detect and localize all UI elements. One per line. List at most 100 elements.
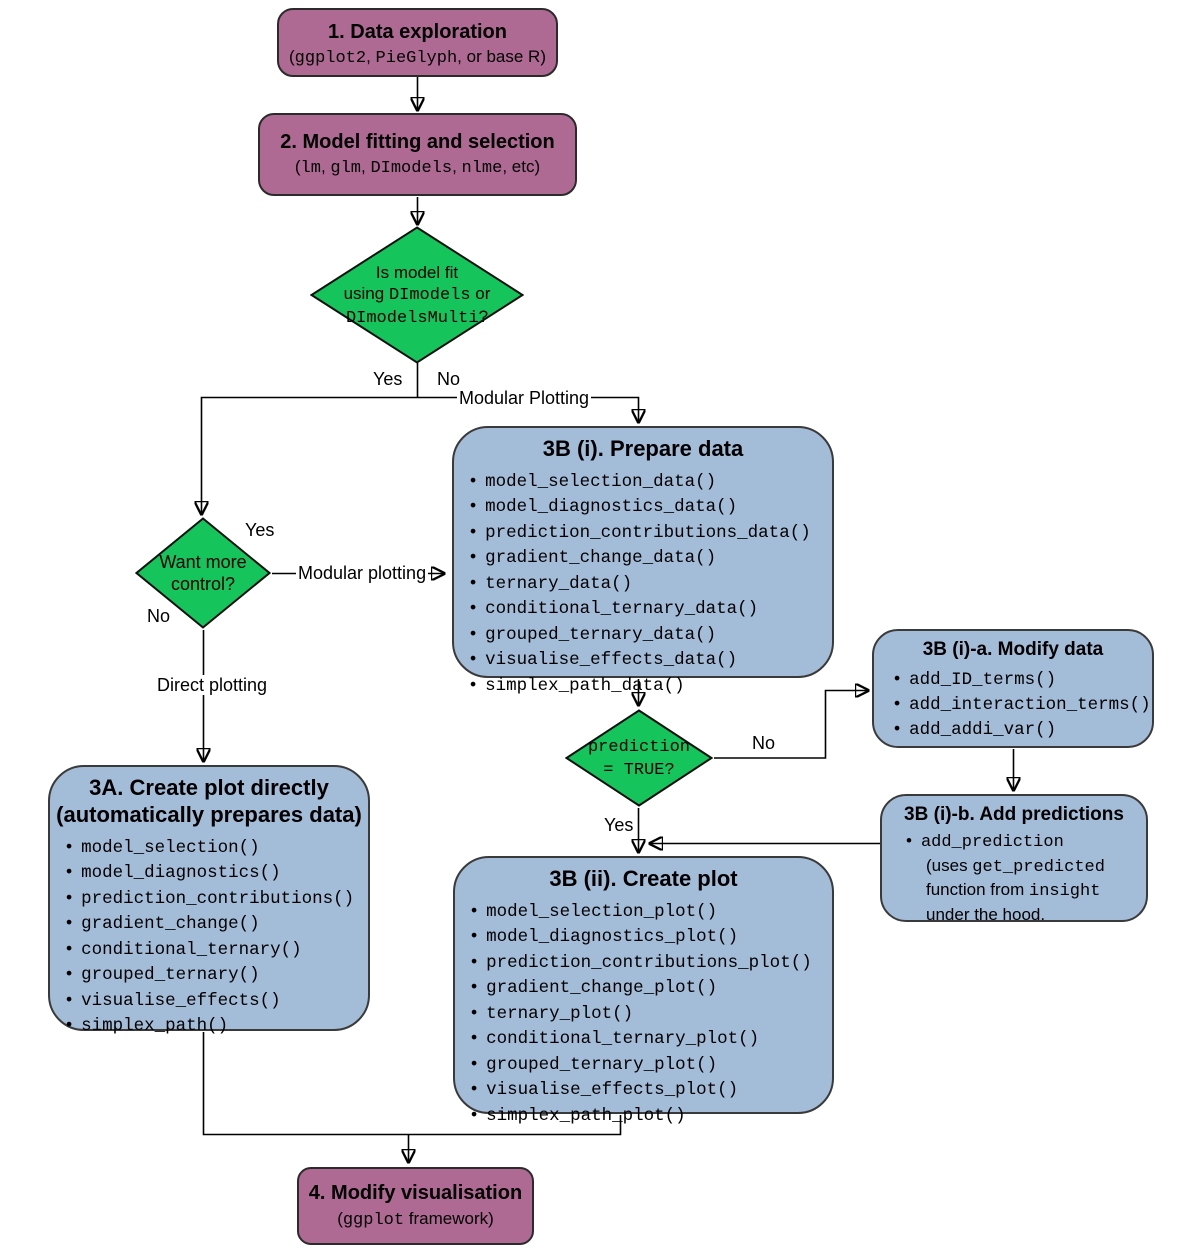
decision-line: DImodelsMulti? [346, 306, 488, 329]
body-line: under the hood. [906, 904, 1142, 927]
node-create-plot: 3B (ii). Create plot model_selection_plo… [453, 856, 834, 1126]
function-item: grouped_ternary_plot() [471, 1052, 826, 1078]
function-item: prediction_contributions_data() [470, 520, 826, 546]
edge-label-no: No [435, 369, 463, 389]
function-item: ternary_data() [470, 571, 826, 597]
function-list: model_selection_data()model_diagnostics_… [454, 469, 832, 699]
function-item: model_selection_data() [470, 469, 826, 495]
plain-text: , [361, 157, 371, 177]
node-title: 3A. Create plot directly [89, 775, 329, 800]
node-body: add_prediction (uses get_predicted funct… [882, 830, 1146, 926]
node-subtitle: (ggplot2, PieGlyph, or base R) [279, 44, 556, 69]
plain-text: control? [170, 574, 236, 594]
node-add-predictions: 3B (i)-b. Add predictions add_prediction… [880, 794, 1148, 924]
code-text: lm [300, 159, 321, 179]
function-item: simplex_path_plot() [471, 1103, 826, 1129]
decision-line: using DImodels or [344, 283, 491, 306]
function-item: visualise_effects_plot() [471, 1077, 826, 1103]
function-item: ternary_plot() [471, 1001, 826, 1027]
edge-label-yes: Yes [371, 369, 405, 389]
function-item: model_diagnostics_data() [470, 494, 826, 520]
edge-label-yes: Yes [602, 815, 636, 835]
plain-text: ( [289, 47, 295, 67]
function-item: prediction_contributions_plot() [471, 950, 826, 976]
node-model-fitting: 2. Model fitting and selection (lm, glm,… [258, 113, 577, 196]
node-modify-visualisation: 4. Modify visualisation (ggplot framewor… [297, 1167, 534, 1245]
node-title: 3B (i). Prepare data [542, 436, 744, 461]
function-item: visualise_effects() [66, 988, 362, 1014]
code-text: nlme [461, 159, 503, 179]
node-subtitle: (ggplot framework) [299, 1206, 532, 1231]
plain-text: or [470, 283, 491, 303]
body-line: (uses get_predicted [906, 855, 1142, 880]
edge-label-yes: Yes [243, 520, 277, 540]
code-text: = TRUE? [603, 761, 675, 780]
node-title: (automatically prepares data) [56, 801, 362, 827]
code-text: prediction [587, 738, 691, 757]
body-line: add_prediction [906, 830, 1142, 855]
function-item: model_selection_plot() [471, 899, 826, 925]
body-line: function from insight [906, 879, 1142, 904]
function-item: prediction_contributions() [66, 886, 362, 912]
plain-text: under the hood. [926, 904, 1046, 924]
edge-label-no: No [750, 733, 778, 753]
decision-line: prediction [588, 735, 690, 758]
node-subtitle: (lm, glm, DImodels, nlme, etc) [260, 154, 575, 179]
decision-model-type: Is model fit using DImodels or DImodelsM… [310, 226, 524, 364]
edge-no-modify-data [714, 691, 868, 759]
function-item: add_addi_var() [894, 717, 1146, 742]
decision-line: = TRUE? [603, 758, 674, 781]
function-item: gradient_change_data() [470, 545, 826, 571]
plain-text: , [452, 157, 462, 177]
plain-text: ( [294, 157, 301, 177]
plain-text: , etc) [502, 157, 541, 177]
plain-text: (uses [926, 855, 973, 875]
decision-line: Want more [159, 551, 246, 573]
decision-line: Is model fit [376, 262, 458, 283]
function-item: model_diagnostics_plot() [471, 924, 826, 950]
function-item: model_selection() [66, 835, 362, 861]
diamond-shape [565, 709, 713, 807]
decision-text: prediction = TRUE? [565, 709, 713, 807]
node-prepare-data: 3B (i). Prepare data model_selection_dat… [452, 426, 834, 696]
function-list: model_selection()model_diagnostics()pred… [50, 835, 368, 1039]
edge-label-direct-plotting: Direct plotting [155, 675, 270, 695]
node-title: 3B (i)-b. Add predictions [904, 804, 1124, 825]
function-item: conditional_ternary_data() [470, 596, 826, 622]
edge-label-modular-plotting: Modular plotting [296, 563, 429, 583]
node-title: 1. Data exploration [328, 21, 507, 43]
function-item: simplex_path_data() [470, 673, 826, 699]
node-modify-data: 3B (i)-a. Modify data add_ID_terms()add_… [872, 629, 1154, 748]
plain-text: , or base R) [457, 47, 546, 67]
plain-text: ? [478, 306, 489, 326]
edge-label-no: No [145, 606, 173, 626]
code-text: DImodelsMulti [345, 308, 479, 328]
function-item: gradient_change_plot() [471, 975, 826, 1001]
diamond-shape [310, 226, 524, 364]
decision-text: Want more control? [135, 517, 271, 629]
function-item: gradient_change() [66, 911, 362, 937]
function-item: simplex_path() [66, 1013, 362, 1039]
plain-text: using [343, 283, 389, 303]
plain-text: Want more [159, 552, 247, 572]
code-text: add_prediction [920, 833, 1064, 853]
node-data-exploration: 1. Data exploration (ggplot2, PieGlyph, … [277, 8, 558, 77]
decision-line: control? [171, 573, 235, 595]
function-item: grouped_ternary_data() [470, 622, 826, 648]
function-item: conditional_ternary_plot() [471, 1026, 826, 1052]
function-item: visualise_effects_data() [470, 647, 826, 673]
function-item: add_interaction_terms() [894, 692, 1151, 717]
plain-text: function from [926, 880, 1029, 900]
node-title: 3B (ii). Create plot [549, 866, 738, 891]
code-text: glm [330, 159, 361, 179]
code-text: get_predicted [972, 857, 1105, 877]
function-list: add_ID_terms()add_interaction_terms()add… [874, 667, 1152, 742]
code-text: PieGlyph [375, 49, 458, 69]
code-text: ggplot [342, 1210, 405, 1230]
code-text: DImodels [388, 285, 471, 305]
plain-text: Is model fit [375, 262, 459, 282]
function-list: model_selection_plot()model_diagnostics_… [455, 899, 832, 1129]
decision-prediction-true: prediction = TRUE? [565, 709, 713, 807]
plain-text: ( [337, 1208, 343, 1228]
code-text: ggplot2 [294, 49, 367, 69]
